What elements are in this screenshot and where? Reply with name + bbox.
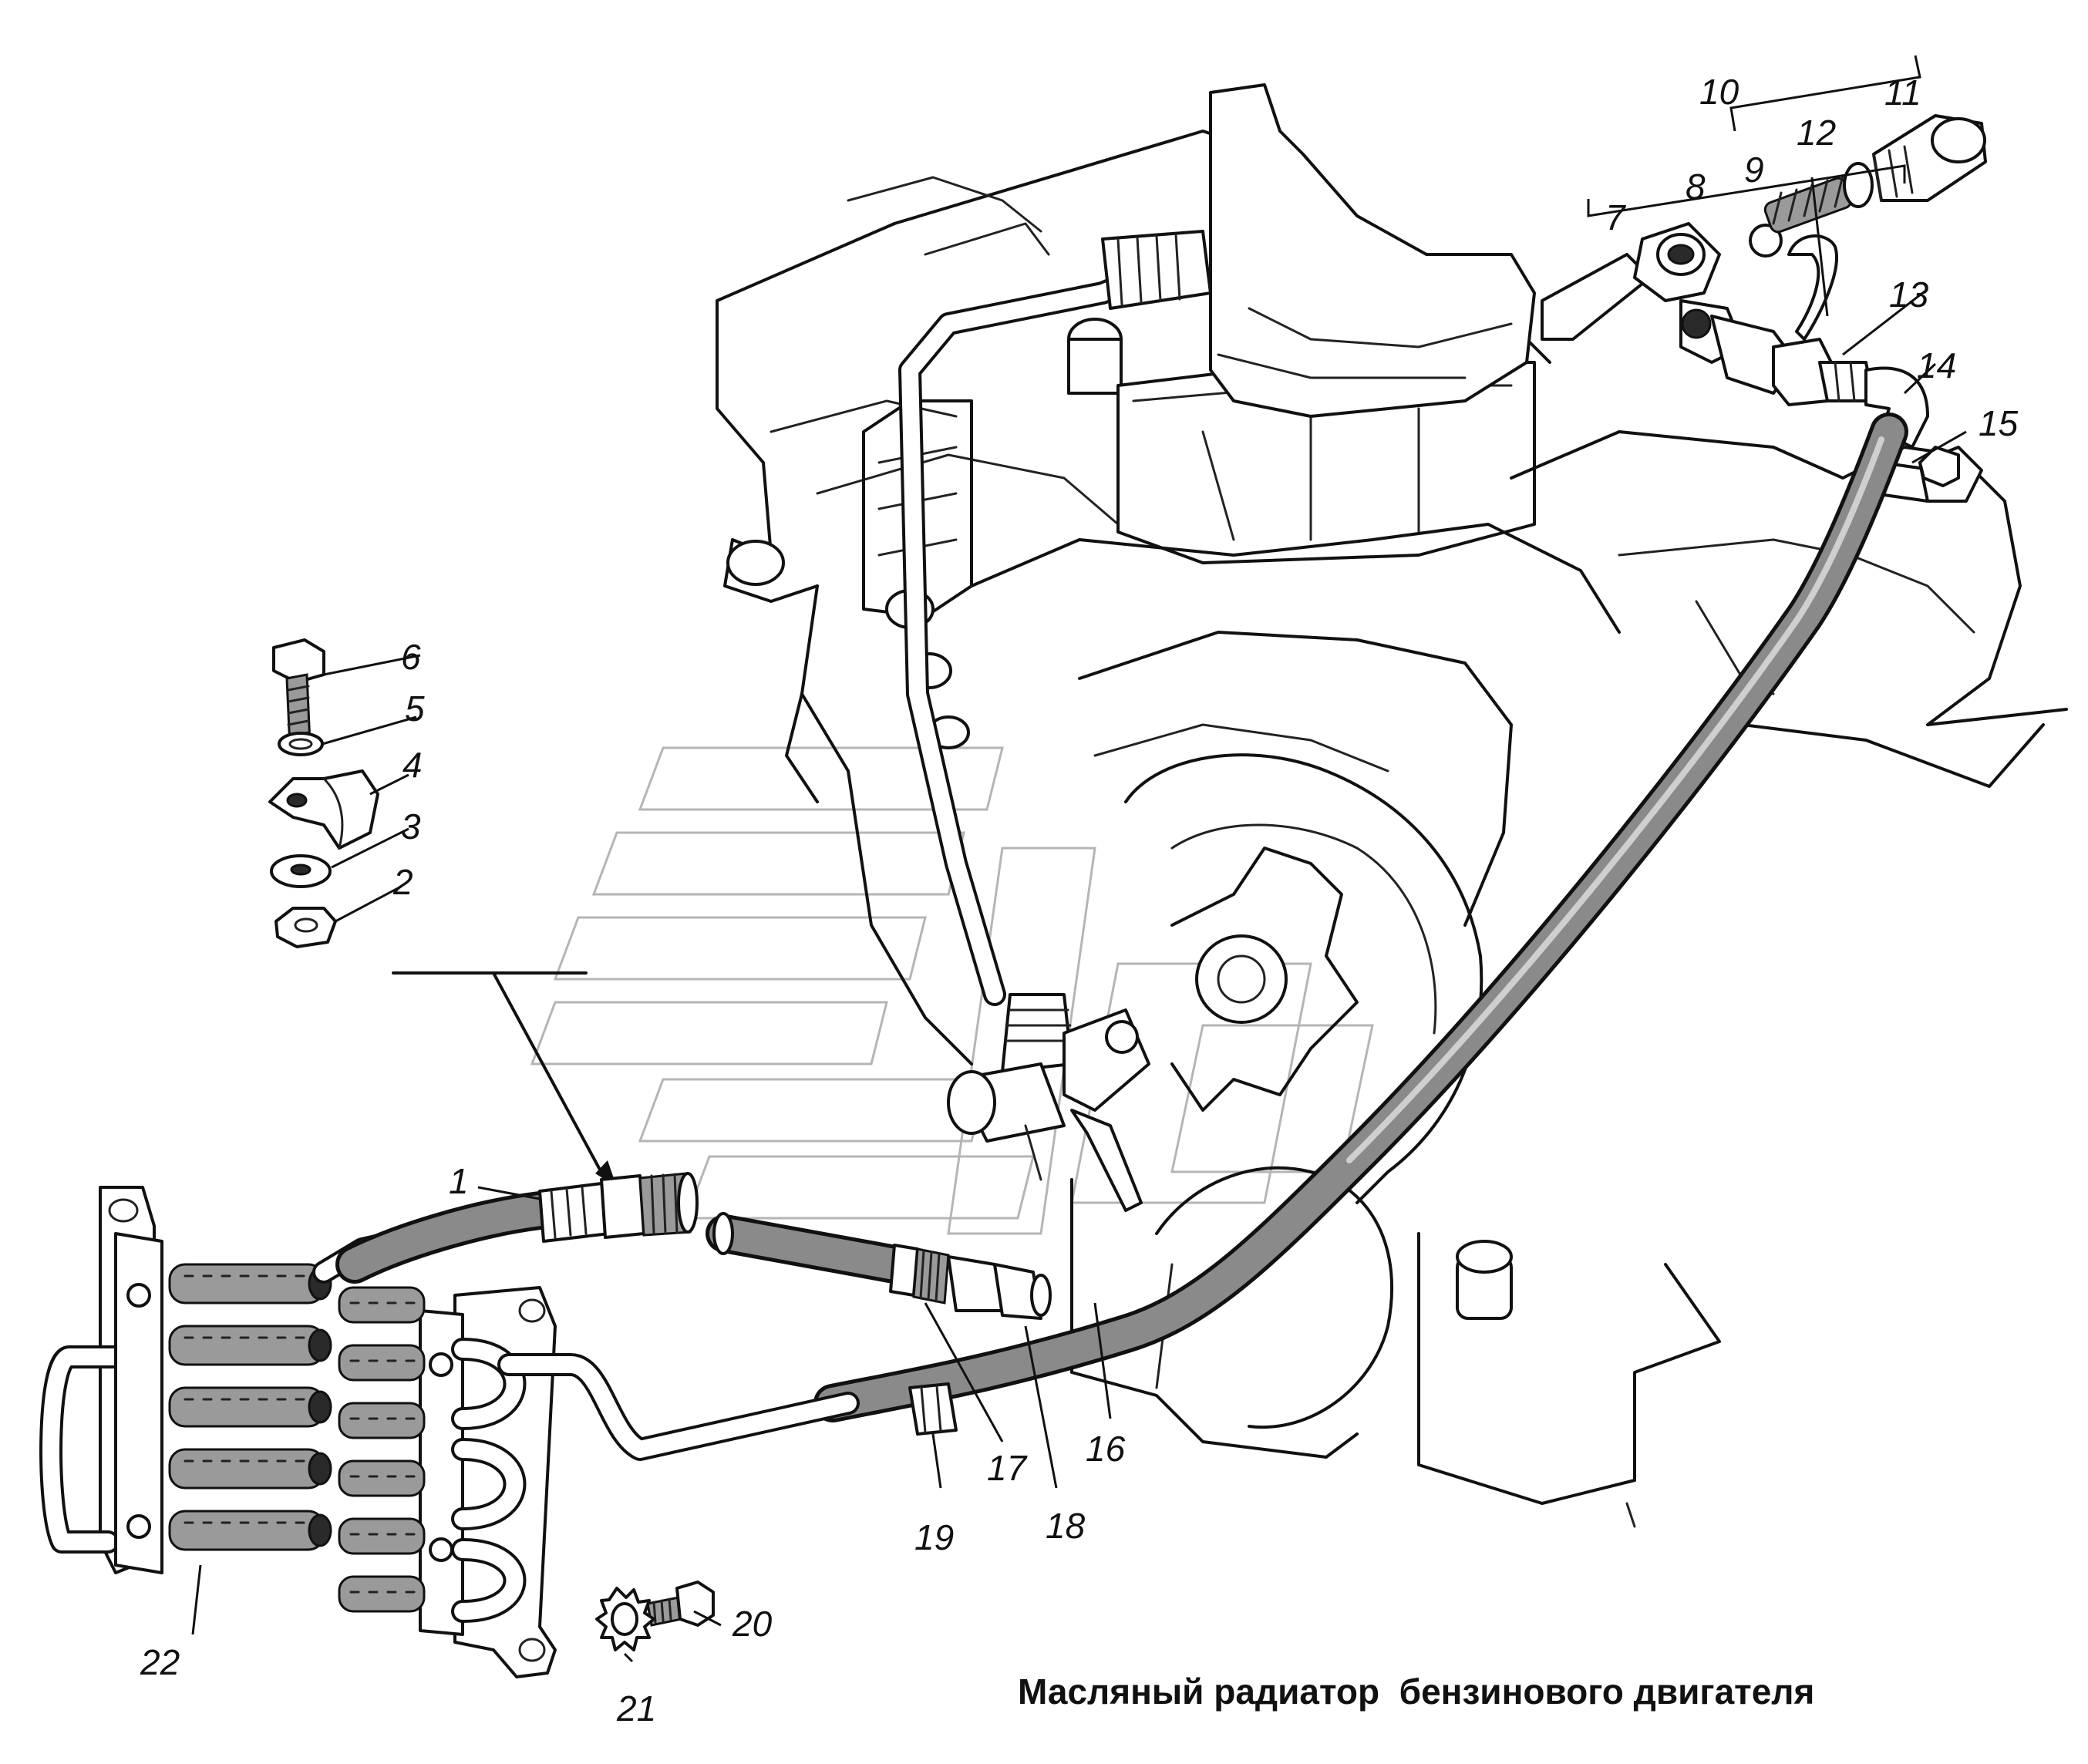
callout-10: 10 <box>1699 72 1739 112</box>
callout-20: 20 <box>732 1604 773 1644</box>
hose-1 <box>335 1172 699 1284</box>
callout-5: 5 <box>405 688 425 729</box>
callout-6: 6 <box>401 637 421 677</box>
bolt-20 <box>646 1581 715 1627</box>
flexible-hose-16 <box>813 412 1908 1422</box>
callout-2: 2 <box>392 862 413 902</box>
lock-washer-5 <box>278 732 324 756</box>
bolt-6 <box>272 638 325 749</box>
engine-block <box>716 83 2068 1528</box>
callout-11: 11 <box>1884 72 1921 113</box>
callout-15: 15 <box>1979 403 2019 443</box>
hose-segment <box>706 1212 1052 1320</box>
callout-14: 14 <box>1917 345 1956 385</box>
lock-washer-21 <box>595 1587 655 1651</box>
callout-3: 3 <box>401 806 421 847</box>
clamp-4 <box>268 769 379 850</box>
cooler-tube-row-rear <box>338 1286 426 1613</box>
callout-21: 21 <box>616 1688 656 1729</box>
callout-17: 17 <box>987 1448 1028 1488</box>
callout-18: 18 <box>1046 1506 1086 1546</box>
callout-1: 1 <box>449 1161 469 1201</box>
flat-washer-3 <box>270 854 332 888</box>
callout-16: 16 <box>1086 1429 1126 1469</box>
view-pointer <box>392 971 617 1187</box>
tee-fitting <box>947 993 1150 1212</box>
callout-19: 19 <box>914 1517 954 1557</box>
callout-8: 8 <box>1686 167 1706 207</box>
callout-12: 12 <box>1797 113 1836 153</box>
callout-labels: 1 2 3 4 5 6 7 8 9 10 11 12 13 14 15 16 1… <box>140 72 2019 1729</box>
oil-cooler-radiator <box>39 1186 860 1678</box>
callout-22: 22 <box>140 1642 180 1682</box>
callout-4: 4 <box>402 745 423 785</box>
callout-13: 13 <box>1889 274 1929 315</box>
nut-2 <box>274 907 337 948</box>
sleeve-19 <box>908 1382 958 1436</box>
valve-assembly <box>1101 114 1987 503</box>
diagram-caption: Масляный радиатор бензинового двигателя <box>1018 1671 1814 1712</box>
callout-7: 7 <box>1605 197 1626 237</box>
leader-lines <box>191 55 1967 1663</box>
cooler-tube-row <box>168 1263 332 1551</box>
callout-9: 9 <box>1744 150 1764 190</box>
